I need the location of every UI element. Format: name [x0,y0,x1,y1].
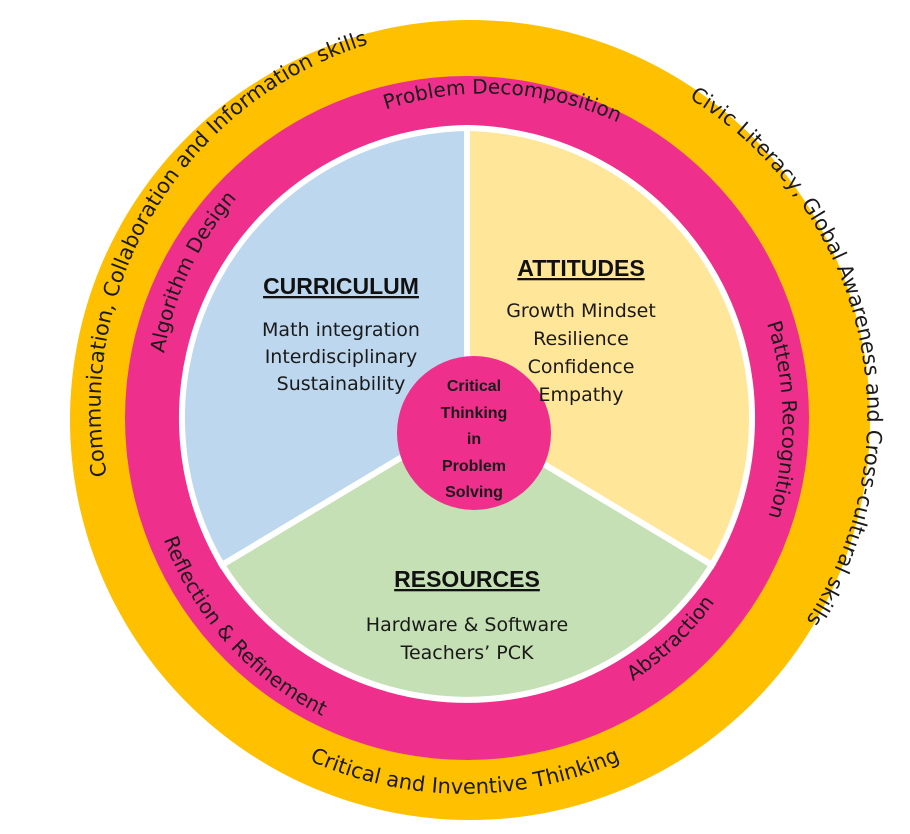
core-line: Problem [442,458,506,475]
resources-item: Hardware & Software [366,614,568,636]
core-line: Critical [447,378,501,395]
attitudes-title: ATTITUDES [517,255,644,281]
curriculum-title: CURRICULUM [263,273,419,299]
attitudes-item: Confidence [528,356,635,378]
curriculum-item: Math integration [262,319,420,341]
curriculum-sector [178,124,470,570]
resources-item: Teachers’ PCK [400,642,534,664]
core-line: Thinking [441,405,508,422]
attitudes-item: Growth Mindset [506,300,656,322]
core-circle [397,356,551,510]
attitudes-item: Resilience [533,328,629,350]
core-line: Solving [445,484,503,501]
resources-sector [217,414,717,703]
curriculum-item: Interdisciplinary [265,346,418,368]
resources-title: RESOURCES [394,566,540,592]
core-line: in [467,431,481,448]
attitudes-item: Empathy [539,384,624,406]
curriculum-item: Sustainability [277,373,406,395]
